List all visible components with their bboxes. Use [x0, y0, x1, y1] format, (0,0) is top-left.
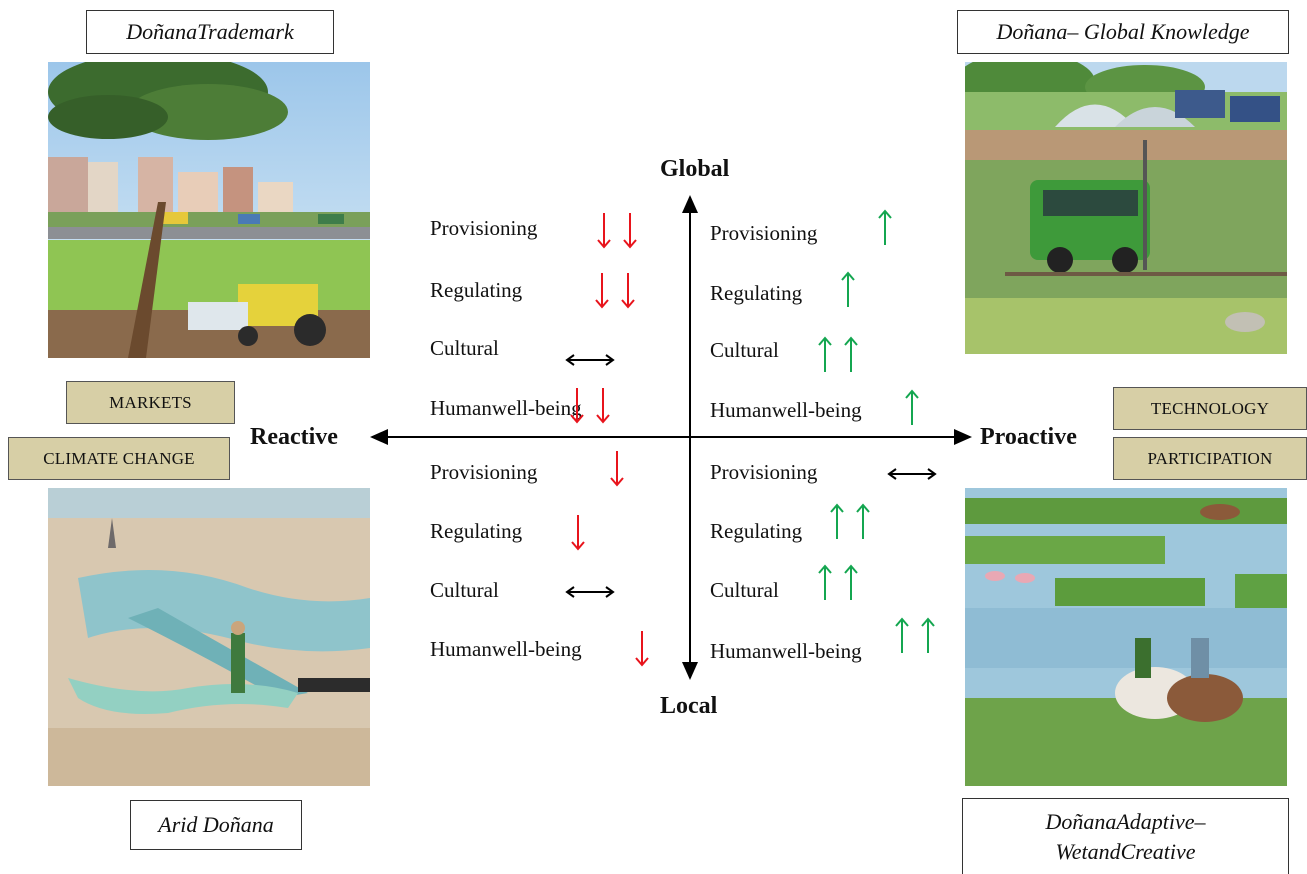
- tr-wellbeing-label: Humanwell-being: [710, 398, 862, 422]
- illustration-adaptive-wet: [965, 488, 1287, 786]
- title-bottom-right: DoñanaAdaptive– WetandCreative: [962, 798, 1289, 874]
- br-cultural-label: Cultural: [710, 578, 779, 602]
- title-top-left: DoñanaTrademark: [86, 10, 334, 54]
- illustration-global-knowledge: [965, 62, 1287, 354]
- illustration-trademark: [48, 62, 370, 358]
- axis-local: Local: [660, 693, 718, 719]
- br-wellbeing-label: Humanwell-being: [710, 639, 862, 663]
- tl-cultural-label: Cultural: [430, 336, 499, 360]
- title-bottom-left: Arid Doñana: [130, 800, 302, 850]
- axis-global: Global: [660, 156, 730, 182]
- bl-provisioning-label: Provisioning: [430, 460, 538, 484]
- bl-cultural-label: Cultural: [430, 578, 499, 602]
- axis-proactive: Proactive: [980, 424, 1077, 450]
- tr-cultural-label: Cultural: [710, 338, 779, 362]
- br-provisioning-label: Provisioning: [710, 460, 818, 484]
- tl-regulating-label: Regulating: [430, 278, 523, 302]
- illustration-arid: [48, 488, 370, 786]
- tag-climate-change: CLIMATE CHANGE: [8, 437, 230, 480]
- tl-wellbeing-label: Humanwell-being: [430, 396, 582, 420]
- tr-regulating-label: Regulating: [710, 281, 803, 305]
- tl-provisioning-label: Provisioning: [430, 216, 538, 240]
- bl-regulating-label: Regulating: [430, 519, 523, 543]
- axis-reactive: Reactive: [250, 424, 338, 450]
- tag-participation: PARTICIPATION: [1113, 437, 1307, 480]
- title-top-right: Doñana– Global Knowledge: [957, 10, 1289, 54]
- tag-markets: MARKETS: [66, 381, 235, 424]
- tag-technology: TECHNOLOGY: [1113, 387, 1307, 430]
- br-regulating-label: Regulating: [710, 519, 803, 543]
- bl-wellbeing-label: Humanwell-being: [430, 637, 582, 661]
- tr-provisioning-label: Provisioning: [710, 221, 818, 245]
